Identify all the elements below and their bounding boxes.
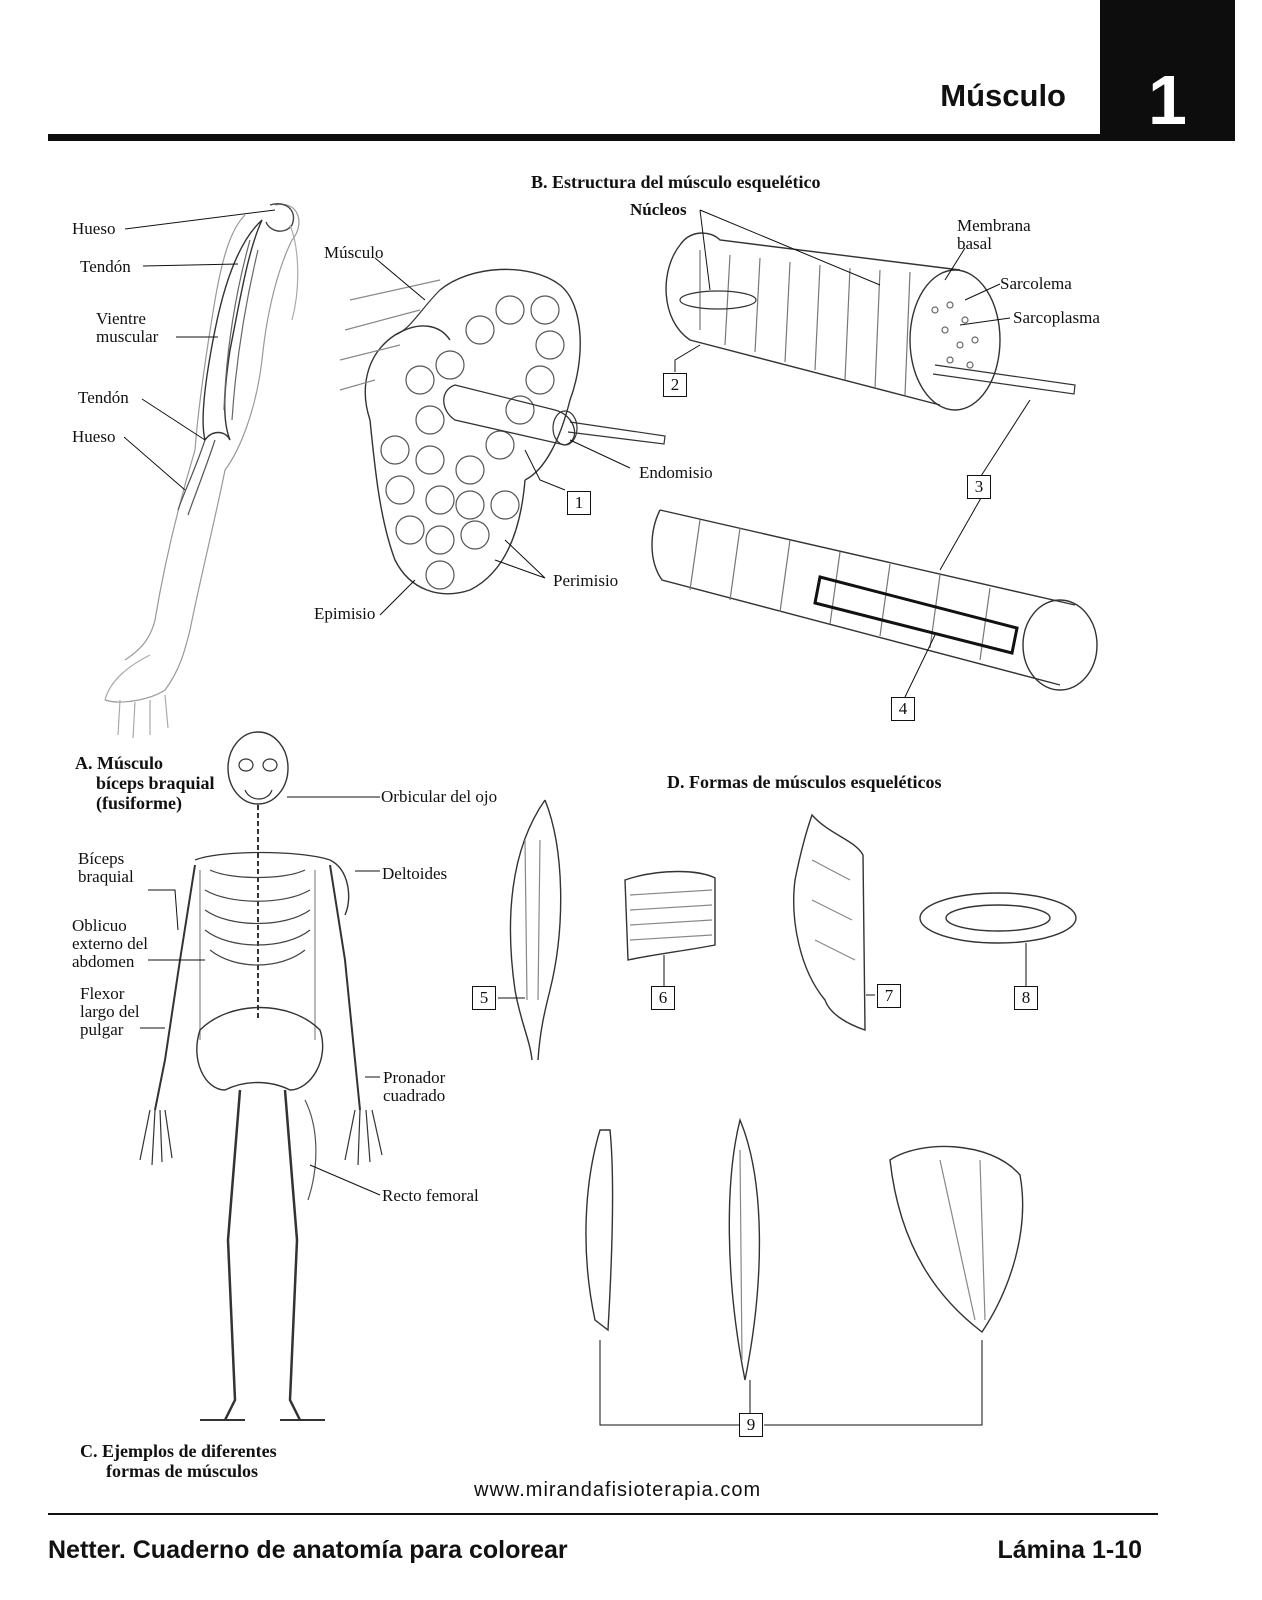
label-musculo: Músculo	[324, 243, 384, 262]
myofibril-illustration	[651, 509, 1098, 691]
label-flexor: Flexor	[80, 984, 125, 1003]
number-box-2: 2	[663, 373, 687, 397]
number-box-4: 4	[891, 697, 915, 721]
label-braquial: braquial	[78, 867, 134, 886]
label-biceps: Bíceps	[78, 849, 125, 868]
section-c-title: C. Ejemplos de diferentes	[80, 1441, 277, 1461]
number-box-6: 6	[651, 986, 675, 1010]
footer-plate-number: Lámina 1-10	[997, 1536, 1142, 1564]
label-epimisio: Epimisio	[314, 604, 376, 623]
label-hueso-bottom: Hueso	[72, 427, 116, 446]
number-box-1: 1	[567, 491, 591, 515]
label-endomisio: Endomisio	[639, 463, 713, 482]
footer-book-title: Netter. Cuaderno de anatomía para colore…	[48, 1536, 568, 1564]
label-vientre: Vientre	[96, 309, 146, 328]
label-largo-del: largo del	[80, 1002, 140, 1021]
website-watermark: www.mirandafisioterapia.com	[474, 1479, 762, 1501]
label-recto-femoral: Recto femoral	[382, 1186, 479, 1205]
number-box-3: 3	[967, 475, 991, 499]
label-nucleos: Núcleos	[630, 200, 687, 219]
section-b-title: B. Estructura del músculo esquelético	[531, 172, 821, 192]
header-rule	[48, 134, 1235, 141]
label-perimisio: Perimisio	[553, 571, 619, 590]
section-d-title: D. Formas de músculos esqueléticos	[667, 772, 942, 792]
label-abdomen: abdomen	[72, 952, 135, 971]
footer-rule	[48, 1513, 1158, 1515]
number-box-5: 5	[472, 986, 496, 1010]
label-oblicuo: Oblicuo	[72, 916, 127, 935]
arm-illustration	[104, 203, 300, 739]
skeleton-illustration	[139, 731, 383, 1421]
label-externo-del: externo del	[72, 934, 148, 953]
label-pronador: Pronador	[383, 1068, 446, 1087]
muscle-shapes-illustration	[509, 799, 1077, 1381]
section-c-title-line2: formas de músculos	[106, 1461, 258, 1481]
label-tendon-bottom: Tendón	[78, 388, 129, 407]
label-cuadrado: cuadrado	[383, 1086, 446, 1105]
label-membrana: Membrana	[957, 216, 1031, 235]
label-tendon-top: Tendón	[80, 257, 131, 276]
chapter-number-badge: 1	[1100, 0, 1235, 140]
label-hueso-top: Hueso	[72, 219, 116, 238]
label-muscular: muscular	[96, 327, 159, 346]
number-box-9: 9	[739, 1413, 763, 1437]
number-box-7: 7	[877, 984, 901, 1008]
leader-lines	[123, 209, 1031, 1426]
label-basal: basal	[957, 234, 992, 253]
chapter-title: Músculo	[940, 78, 1066, 113]
label-sarcoplasma: Sarcoplasma	[1013, 308, 1100, 327]
section-a-title-line2: bíceps braquial	[96, 773, 215, 793]
section-a-title-line3: (fusiforme)	[96, 793, 182, 813]
number-box-8: 8	[1014, 986, 1038, 1010]
section-a-title: A. Músculo	[75, 753, 164, 773]
muscle-bundle-illustration	[339, 268, 666, 595]
label-sarcolema: Sarcolema	[1000, 274, 1072, 293]
label-deltoides: Deltoides	[382, 864, 448, 883]
label-pulgar: pulgar	[80, 1020, 124, 1039]
label-orbicular: Orbicular del ojo	[381, 787, 498, 806]
